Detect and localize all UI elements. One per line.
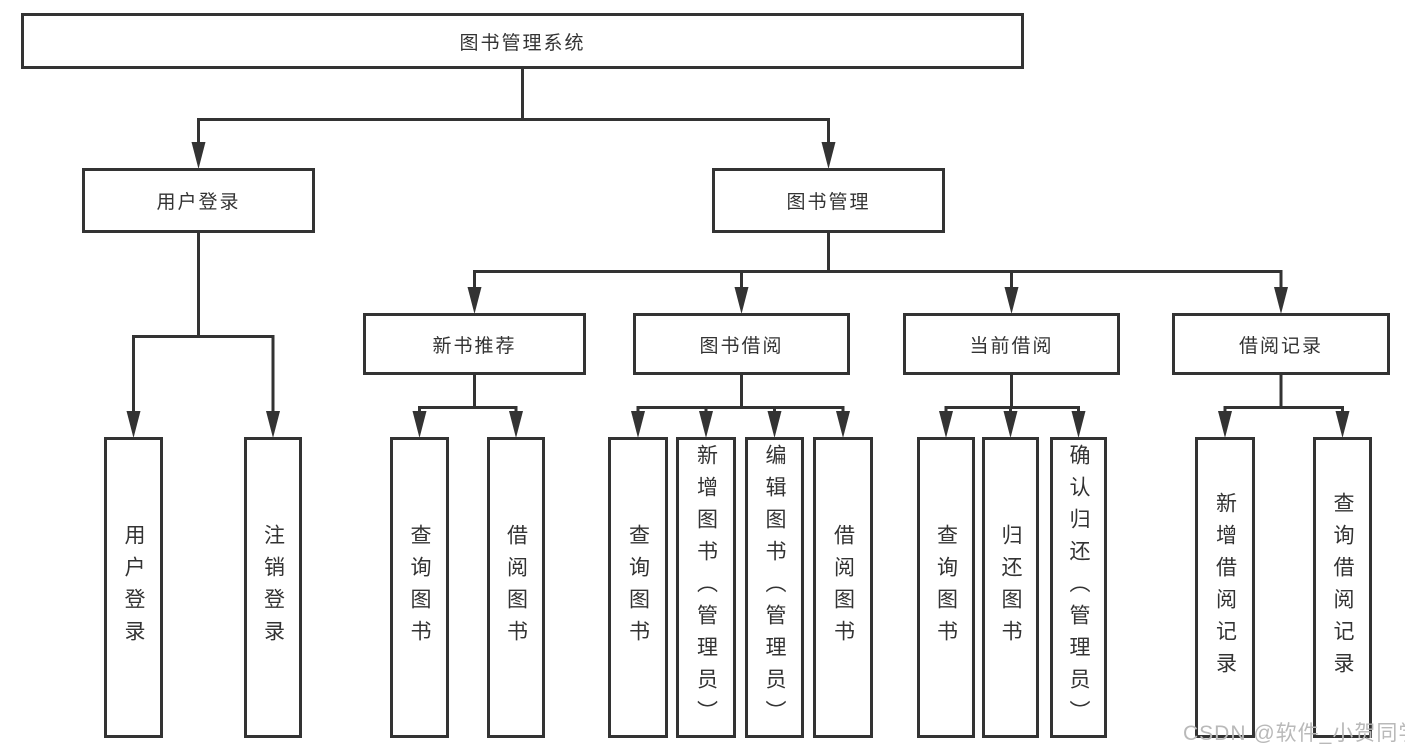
node-label: 图书借阅 xyxy=(699,335,784,357)
node-borrow-records: 借阅记录 xyxy=(1172,313,1390,375)
node-new-book-recommend: 新书推荐 xyxy=(363,313,586,375)
node-label: 借阅记录 xyxy=(1238,335,1323,357)
leaf-add-book-admin: 新增图书（管理员） xyxy=(676,437,736,738)
node-label: 查询图书 xyxy=(408,523,431,652)
leaf-confirm-return-admin: 确认归还（管理员） xyxy=(1050,437,1107,738)
node-book-borrow: 图书借阅 xyxy=(633,313,850,375)
leaf-query-books-2: 查询图书 xyxy=(608,437,668,738)
node-label: 新增图书（管理员） xyxy=(694,443,718,732)
node-current-borrow: 当前借阅 xyxy=(903,313,1120,375)
leaf-add-borrow-record: 新增借阅记录 xyxy=(1195,437,1255,738)
csdn-watermark: CSDN @软件_小贺同学 xyxy=(1183,722,1405,745)
leaf-query-books-3: 查询图书 xyxy=(917,437,975,738)
node-root-system: 图书管理系统 xyxy=(21,13,1024,69)
node-label: 当前借阅 xyxy=(969,335,1054,357)
leaf-edit-book-admin: 编辑图书（管理员） xyxy=(745,437,804,738)
arrowhead-icons xyxy=(126,142,1350,438)
node-label: 图书管理系统 xyxy=(459,32,586,54)
node-user-login-branch: 用户登录 xyxy=(82,168,315,233)
node-book-management-branch: 图书管理 xyxy=(712,168,945,233)
node-label: 图书管理 xyxy=(786,192,871,213)
node-label: 归还图书 xyxy=(999,523,1022,652)
node-label: 用户登录 xyxy=(156,192,241,213)
node-label: 查询借阅记录 xyxy=(1331,491,1354,684)
node-label: 借阅图书 xyxy=(831,523,855,652)
node-label: 新增借阅记录 xyxy=(1213,491,1237,684)
node-label: 编辑图书（管理员） xyxy=(763,443,786,732)
leaf-return-book: 归还图书 xyxy=(982,437,1039,738)
node-label: 新书推荐 xyxy=(432,335,517,357)
node-label: 借阅图书 xyxy=(504,523,528,652)
leaf-query-books-1: 查询图书 xyxy=(390,437,449,738)
node-label: 确认归还（管理员） xyxy=(1067,443,1090,732)
node-label: 查询图书 xyxy=(934,523,958,652)
leaf-query-borrow-record: 查询借阅记录 xyxy=(1313,437,1372,738)
leaf-borrow-books-1: 借阅图书 xyxy=(487,437,545,738)
node-label: 查询图书 xyxy=(626,523,650,652)
leaf-logout: 注销登录 xyxy=(244,437,302,738)
node-label: 注销登录 xyxy=(261,523,285,652)
leaf-user-login: 用户登录 xyxy=(104,437,163,738)
leaf-borrow-books-2: 借阅图书 xyxy=(813,437,873,738)
node-label: 用户登录 xyxy=(122,523,145,652)
